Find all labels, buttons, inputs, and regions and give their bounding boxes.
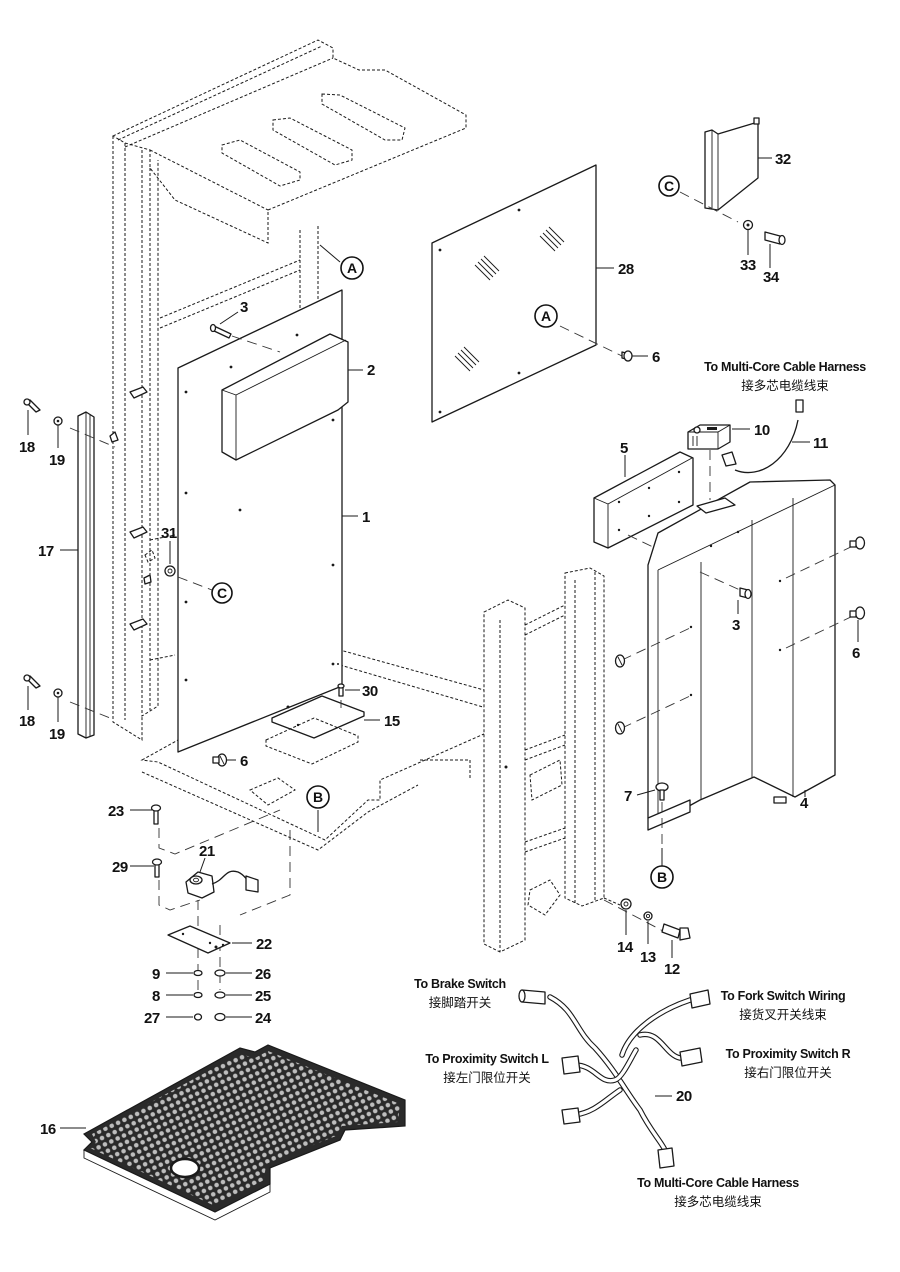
part-6-screw-floor: [212, 753, 228, 767]
part-2-back-pad: [221, 333, 349, 461]
note-multicore-bottom-en: To Multi-Core Cable Harness: [637, 1176, 799, 1190]
callout-29: 29: [112, 859, 128, 876]
callout-4: 4: [800, 795, 809, 812]
note-brake-switch: To Brake Switch 接脚踏开关: [414, 977, 506, 1010]
part-4-side-door-panel: [621, 479, 856, 831]
cabin-frame-phantom: [111, 39, 621, 953]
callout-30: 30: [362, 683, 378, 700]
glass-hatching: [454, 226, 565, 372]
part-31-nut: [164, 565, 213, 591]
ref-letter: B: [657, 869, 667, 885]
callout-5: 5: [620, 440, 628, 457]
callout-leaders: [27, 157, 859, 1129]
callout-21: 21: [199, 843, 215, 860]
post-studs: [109, 386, 156, 631]
callout-3-top: 3: [240, 299, 248, 316]
callout-22: 22: [256, 936, 272, 953]
callout-32: 32: [775, 151, 791, 168]
part-6-screw-top: [621, 350, 633, 362]
callout-13: 13: [640, 949, 656, 966]
note-multicore-top-en: To Multi-Core Cable Harness: [704, 360, 866, 374]
note-brake-switch-en: To Brake Switch: [414, 977, 506, 991]
callout-3-right: 3: [732, 617, 740, 634]
callout-6-floor: 6: [240, 753, 248, 770]
callout-1: 1: [362, 509, 370, 526]
part-17-trim-rail: [77, 411, 95, 739]
callout-34: 34: [763, 269, 780, 286]
part-10-switch-box: [687, 424, 731, 450]
callout-9: 9: [152, 966, 160, 983]
callout-20: 20: [676, 1088, 692, 1105]
part-21-switch: [185, 870, 259, 899]
note-brake-switch-zh: 接脚踏开关: [429, 995, 492, 1010]
ref-letter: C: [217, 585, 227, 601]
ref-marker-a-frame: A: [340, 256, 364, 280]
callout-23: 23: [108, 803, 124, 820]
note-fork-switch: To Fork Switch Wiring 接货叉开关线束: [721, 989, 846, 1022]
callout-27: 27: [144, 1010, 160, 1027]
note-multicore-top: To Multi-Core Cable Harness 接多芯电缆线束: [704, 360, 866, 393]
part-28-side-panel: [431, 164, 623, 423]
ref-marker-b-floor: B: [306, 785, 330, 809]
callout-19-bottom: 19: [49, 726, 65, 743]
part-32-bracket: [679, 117, 786, 246]
ref-letter: A: [541, 308, 551, 324]
callout-6-right: 6: [852, 645, 860, 662]
callout-17: 17: [38, 543, 54, 560]
callout-25: 25: [255, 988, 271, 1005]
note-multicore-bottom: To Multi-Core Cable Harness 接多芯电缆线束: [637, 1176, 799, 1209]
callout-15: 15: [384, 713, 400, 730]
callout-numbers: 2 1 3 3 4 5 6 6 6 7 8 9 10 11 12 13 14 1…: [19, 151, 861, 1138]
part-23-bolt: [150, 804, 162, 825]
callout-2: 2: [367, 362, 375, 379]
ref-letter: B: [313, 789, 323, 805]
part-3-pin: [209, 323, 281, 353]
part-18-19-fasteners: [23, 398, 116, 719]
part-4-screws: [614, 536, 866, 850]
note-proximity-r-en: To Proximity Switch R: [726, 1047, 851, 1061]
washers-nuts: [193, 969, 226, 1022]
part-16-floor-mat: [82, 1044, 406, 1221]
part-22-plate: [167, 925, 231, 954]
callout-19-top: 19: [49, 452, 65, 469]
ref-marker-c-panel: C: [211, 582, 233, 604]
callout-14: 14: [617, 939, 634, 956]
part-29-bolt: [151, 858, 163, 878]
callout-8: 8: [152, 988, 160, 1005]
ref-marker-a-panel: A: [534, 304, 558, 328]
callout-11: 11: [813, 435, 828, 452]
part-20-wiring-harness: [518, 989, 711, 1169]
callout-6-top: 6: [652, 349, 660, 366]
callout-28: 28: [618, 261, 634, 278]
note-fork-switch-zh: 接货叉开关线束: [739, 1007, 827, 1022]
ref-marker-b-bracket: B: [650, 865, 674, 889]
callout-18-top: 18: [19, 439, 35, 456]
part-12-14-fasteners: [603, 898, 691, 941]
note-multicore-top-zh: 接多芯电缆线束: [741, 378, 829, 393]
assembly-leaders: [158, 809, 291, 990]
callout-16: 16: [40, 1121, 56, 1138]
ref-letter: A: [347, 260, 357, 276]
callout-26: 26: [255, 966, 271, 983]
callout-10: 10: [754, 422, 770, 439]
callout-31: 31: [161, 525, 177, 542]
note-proximity-l: To Proximity Switch L 接左门限位开关: [425, 1052, 549, 1085]
part-11-cable: [709, 399, 804, 500]
callout-33: 33: [740, 257, 756, 274]
note-proximity-l-en: To Proximity Switch L: [425, 1052, 549, 1066]
note-proximity-l-zh: 接左门限位开关: [443, 1070, 531, 1085]
callout-24: 24: [255, 1010, 272, 1027]
note-proximity-r-zh: 接右门限位开关: [744, 1065, 832, 1080]
callout-12: 12: [664, 961, 680, 978]
part-5-side-pad: [593, 451, 694, 549]
callout-18-bottom: 18: [19, 713, 35, 730]
part-30-pin: [337, 683, 345, 708]
ref-marker-c-bracket: C: [658, 175, 680, 197]
note-proximity-r: To Proximity Switch R 接右门限位开关: [726, 1047, 851, 1080]
note-fork-switch-en: To Fork Switch Wiring: [721, 989, 846, 1003]
note-multicore-bottom-zh: 接多芯电缆线束: [674, 1194, 762, 1209]
callout-7: 7: [624, 788, 632, 805]
ref-letter: C: [664, 178, 674, 194]
